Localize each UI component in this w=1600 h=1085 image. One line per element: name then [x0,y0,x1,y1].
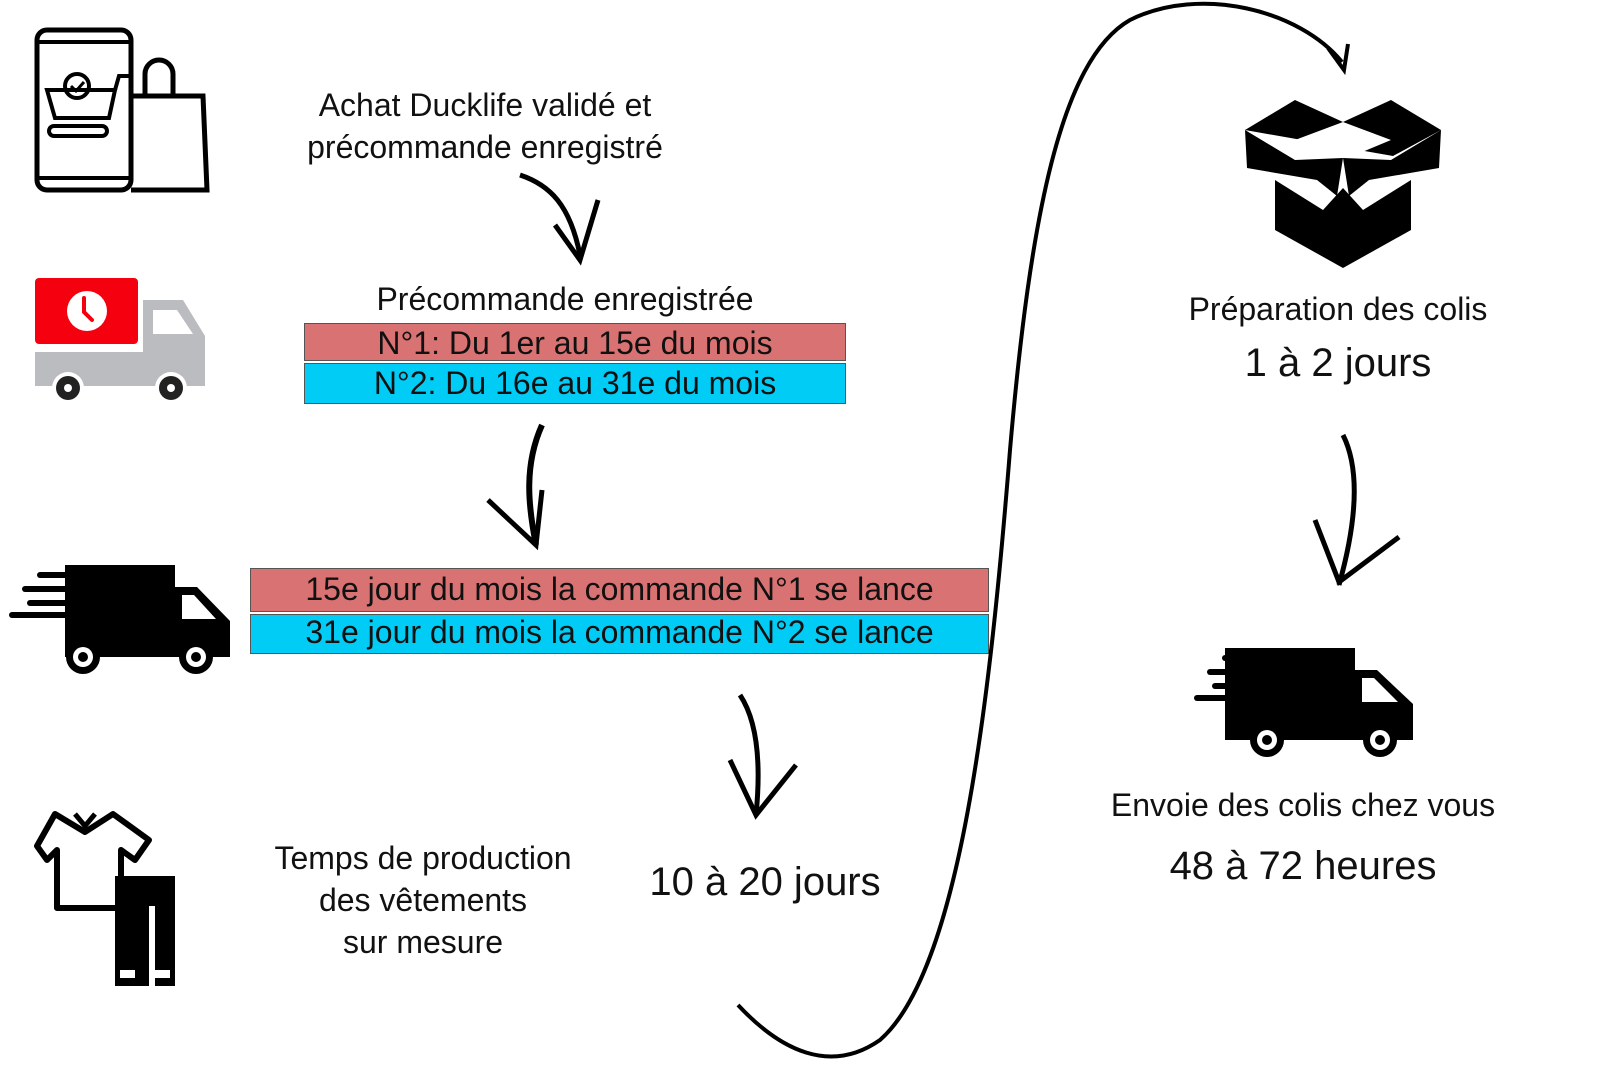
arrow-down-icon [486,423,545,551]
production-text: Temps de production des vêtements sur me… [250,837,596,963]
purchase-line2: précommande enregistré [307,129,663,165]
purchase-line1: Achat Ducklife validé et [318,87,652,123]
preorder-title: Précommande enregistrée [376,281,754,317]
arrow-down-icon [1312,433,1401,586]
package-box-icon [1245,100,1441,268]
launch-order2-box: 31e jour du mois la commande N°2 se lanc… [250,614,989,654]
launch-order1-box: 15e jour du mois la commande N°1 se lanc… [250,568,989,612]
scheduled-delivery-truck-icon [35,278,205,404]
preorder-order2-box: N°2: Du 16e au 31e du mois [304,363,846,404]
shipping-title: Envoie des colis chez vous [1110,787,1496,823]
clothing-icon [34,811,175,986]
mobile-shopping-icon [34,27,210,193]
arrow-down-icon [519,172,601,266]
fast-delivery-truck-icon [9,565,230,674]
preparation-duration: 1 à 2 jours [1244,341,1432,385]
preorder-order1-box: N°1: Du 1er au 15e du mois [304,323,846,361]
arrow-down-icon [727,693,798,820]
preparation-title: Préparation des colis [1188,291,1488,327]
production-duration: 10 à 20 jours [649,860,881,904]
production-line3: sur mesure [342,924,504,960]
production-line1: Temps de production [274,840,572,876]
production-line2: des vêtements [318,882,528,918]
fast-delivery-truck-icon [1194,648,1413,757]
shipping-duration: 48 à 72 heures [1169,844,1437,888]
purchase-text: Achat Ducklife validé et précommande enr… [280,84,690,168]
